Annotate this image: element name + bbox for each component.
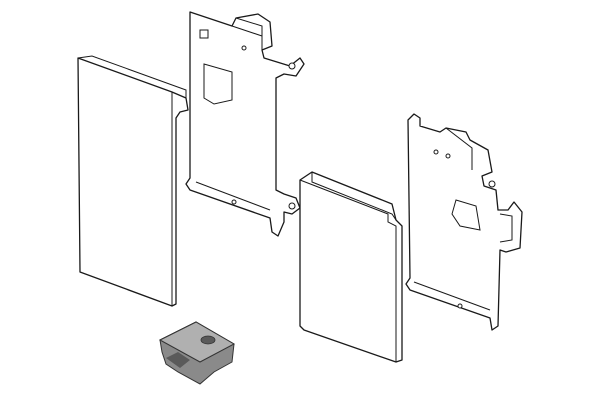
left-front-cover [77,55,189,307]
fixing-clip [158,321,236,385]
right-mounting-bracket [405,113,523,331]
right-front-cover [299,171,403,363]
left-mounting-bracket [185,11,305,237]
